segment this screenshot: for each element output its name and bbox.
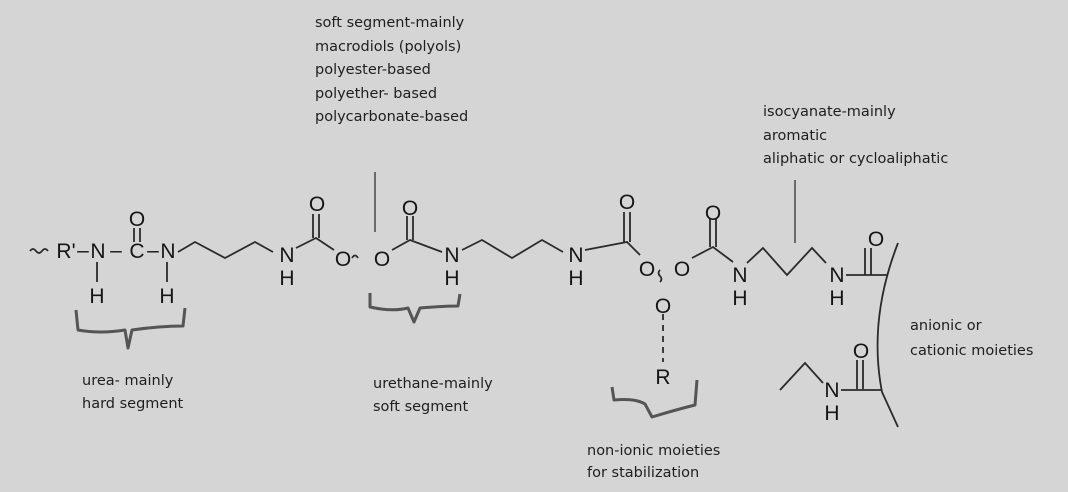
label-line: hard segment bbox=[82, 396, 184, 412]
atoms: R' – N – C O – N H H N H O O O O N H N H… bbox=[56, 191, 884, 425]
atom-r: R bbox=[655, 366, 670, 389]
ionic-label: anionic or cationic moieties bbox=[910, 318, 1033, 359]
wavy-bond bbox=[351, 254, 359, 259]
atom-n: N bbox=[568, 244, 583, 267]
soft-segment-label: soft segment-mainly macrodiols (polyols)… bbox=[315, 15, 468, 125]
atom-n: N bbox=[279, 244, 294, 267]
bonds bbox=[29, 212, 899, 428]
propyl-chain bbox=[461, 238, 564, 260]
atom-h: H bbox=[89, 285, 104, 308]
atom-o: O bbox=[853, 340, 869, 363]
non-ionic-label: non-ionic moieties for stabilization bbox=[587, 443, 720, 481]
bond-dash: – bbox=[110, 239, 122, 262]
atom-n: N bbox=[829, 264, 844, 287]
label-line: cationic moieties bbox=[910, 343, 1033, 359]
atom-n: N bbox=[160, 240, 175, 263]
label-line: aromatic bbox=[763, 128, 827, 144]
urethane-label: urethane-mainly soft segment bbox=[373, 376, 493, 415]
bond-dash: – bbox=[77, 239, 89, 262]
carbamate-bonds bbox=[295, 236, 335, 251]
carbamate-bonds bbox=[584, 241, 641, 256]
label-line: soft segment-mainly bbox=[315, 15, 465, 31]
atom-h: H bbox=[732, 287, 747, 310]
atom-h: H bbox=[829, 287, 844, 310]
label-line: polycarbonate-based bbox=[315, 109, 468, 125]
atom-o: O bbox=[374, 248, 390, 271]
propyl-chain bbox=[746, 246, 827, 277]
atom-o: O bbox=[705, 202, 721, 225]
atom-o: O bbox=[335, 248, 351, 271]
atom-o: O bbox=[309, 193, 325, 216]
atom-o: O bbox=[129, 208, 145, 231]
atom-o: O bbox=[619, 191, 635, 214]
label-line: aliphatic or cycloaliphatic bbox=[763, 151, 948, 167]
atom-r-prime: R' bbox=[56, 240, 75, 263]
atom-n: N bbox=[732, 264, 747, 287]
label-line: urea- mainly bbox=[82, 373, 174, 389]
label-line: for stabilization bbox=[587, 465, 699, 481]
label-line: macrodiols (polyols) bbox=[315, 39, 461, 55]
urethane-brace bbox=[368, 293, 462, 324]
atom-h: H bbox=[824, 402, 839, 425]
label-line: isocyanate-mainly bbox=[763, 104, 896, 120]
wavy-bond bbox=[657, 269, 663, 283]
carbamate-bonds bbox=[391, 239, 443, 253]
bond-dash: – bbox=[147, 239, 159, 262]
atom-h: H bbox=[159, 285, 174, 308]
wavy-bond bbox=[29, 248, 49, 254]
urea-brace bbox=[74, 307, 187, 350]
propyl-chain bbox=[177, 240, 274, 260]
label-line: non-ionic moieties bbox=[587, 443, 720, 459]
label-line: polyester-based bbox=[315, 62, 431, 78]
urea-label: urea- mainly hard segment bbox=[82, 373, 184, 412]
atom-o: O bbox=[674, 258, 690, 281]
carbamate-bonds bbox=[691, 245, 734, 263]
atom-o: O bbox=[639, 258, 655, 281]
non-ionic-brace bbox=[610, 379, 699, 419]
atom-n: N bbox=[444, 244, 459, 267]
label-line: polyether- based bbox=[315, 86, 437, 102]
atom-h: H bbox=[444, 267, 459, 290]
label-line: urethane-mainly bbox=[373, 376, 493, 392]
atom-h: H bbox=[568, 267, 583, 290]
atom-c: C bbox=[129, 240, 144, 263]
atom-h: H bbox=[279, 267, 294, 290]
atom-o: O bbox=[655, 295, 671, 318]
atom-o: O bbox=[868, 228, 884, 251]
atom-n: N bbox=[824, 379, 839, 402]
ethyl-chain bbox=[779, 361, 824, 391]
atom-o: O bbox=[402, 197, 418, 220]
ionic-bracket bbox=[876, 242, 899, 428]
label-line: soft segment bbox=[373, 399, 468, 415]
atom-n: N bbox=[90, 240, 105, 263]
label-line: anionic or bbox=[910, 318, 982, 334]
isocyanate-label: isocyanate-mainly aromatic aliphatic or … bbox=[763, 104, 948, 167]
